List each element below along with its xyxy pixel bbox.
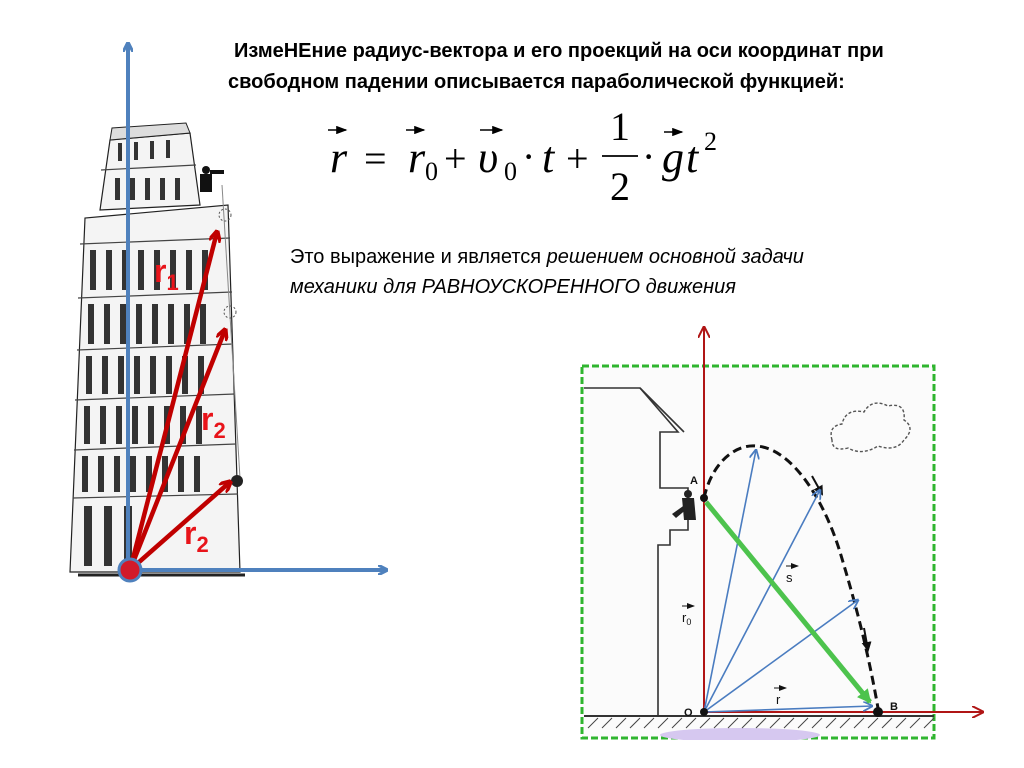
kinematics-formula: r = r 0 + υ 0 · t + 1 2 · g t 2	[328, 104, 717, 209]
formula-r0: r	[408, 133, 426, 182]
formula-velocity-subscript: 0	[504, 157, 517, 186]
radius-vector-r	[703, 706, 872, 713]
displacement-vector-s	[704, 500, 872, 704]
vector-r2-lower	[128, 482, 230, 572]
label-r2-upper: r2	[201, 401, 226, 443]
radius-vector-2	[703, 490, 820, 713]
formula-velocity: υ	[478, 133, 498, 182]
vector-r1	[127, 232, 217, 571]
label-o: O	[684, 707, 693, 719]
solution-italic-2: механики для РАВНОУСКОРЕННОГО движения	[290, 276, 736, 298]
label-a: A	[690, 475, 698, 487]
trajectory-diagram: A O B s r0 r	[580, 320, 1000, 740]
formula-exponent: 2	[704, 127, 717, 156]
label-r0: r0	[682, 610, 691, 627]
radius-vector-3	[703, 600, 858, 713]
ball-ghost-2	[223, 305, 237, 319]
ground-hatching	[587, 717, 935, 729]
formula-equals: =	[364, 136, 387, 181]
tower-diagram: r1 r2 r2	[69, 0, 400, 583]
formula-t-squared: t	[686, 133, 700, 182]
formula-plus-1: +	[444, 136, 467, 181]
ball	[231, 475, 243, 487]
formula-r: r	[330, 133, 348, 182]
thrower-figure-icon	[672, 490, 696, 520]
formula-fraction-numerator: 1	[610, 104, 630, 149]
radius-vector-1	[703, 450, 756, 713]
label-r1: r1	[154, 253, 179, 295]
ball-ghost-1	[218, 208, 232, 222]
heading-line-2: свободном падении описывается параболиче…	[228, 71, 845, 93]
fall-path-line	[221, 184, 241, 479]
solution-prefix: Это выражение и является	[290, 246, 547, 268]
label-r: r	[776, 692, 781, 707]
solution-text: Это выражение и является решением основн…	[290, 242, 930, 302]
formula-t: t	[542, 133, 556, 182]
point-o	[700, 708, 708, 716]
building-silhouette	[584, 387, 689, 715]
label-b: B	[890, 701, 898, 713]
label-s: s	[786, 570, 793, 585]
label-r2-lower: r2	[184, 515, 209, 557]
formula-dot-1: ·	[522, 134, 535, 179]
heading-line-1: ИзмеНЕние радиус-вектора и его проекций …	[234, 40, 884, 62]
slide-heading: ИзмеНЕние радиус-вектора и его проекций …	[228, 36, 988, 98]
formula-plus-2: +	[566, 136, 589, 181]
trajectory-direction-arrow-2	[861, 627, 872, 652]
observer-figure-icon	[200, 166, 224, 192]
tower-origin-point	[117, 557, 143, 583]
leaning-tower-illustration	[69, 122, 245, 577]
formula-r0-subscript: 0	[425, 157, 438, 186]
point-a	[700, 494, 708, 502]
vector-r2-upper	[127, 330, 225, 571]
formula-g: g	[662, 133, 684, 182]
formula-dot-2: ·	[642, 134, 655, 179]
ground-shadow	[660, 728, 820, 740]
trajectory-frame	[580, 364, 936, 740]
point-b	[873, 707, 883, 717]
cloud-icon	[830, 402, 911, 453]
solution-italic-1: решением основной задачи	[546, 246, 804, 268]
formula-fraction-denominator: 2	[610, 164, 630, 209]
